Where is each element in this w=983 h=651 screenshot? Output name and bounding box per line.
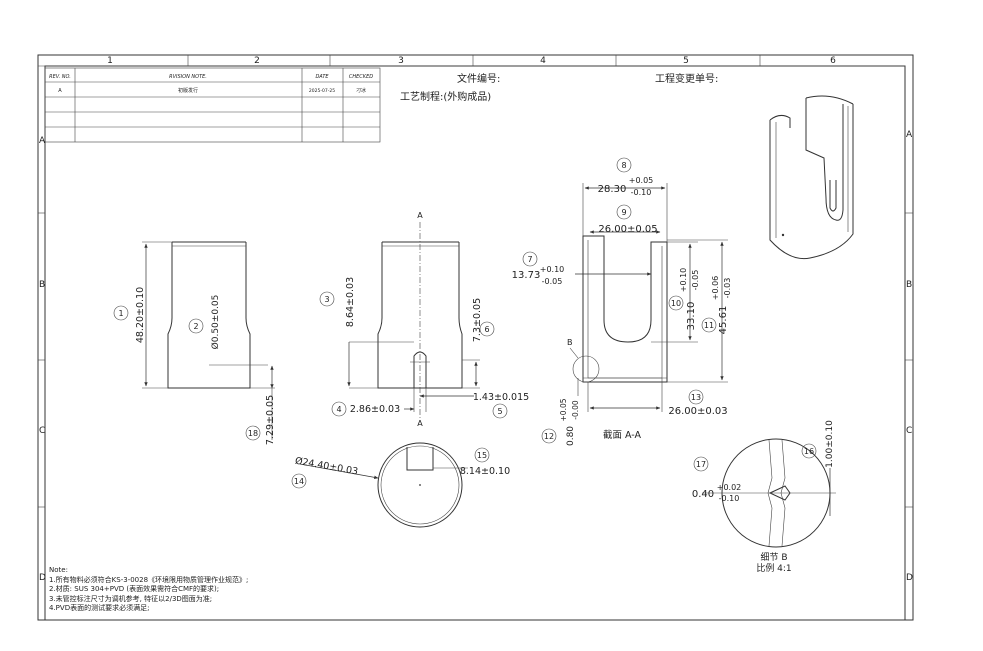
dim-11-bubble: 11 <box>704 321 714 330</box>
isometric-view <box>769 95 854 260</box>
dim-10-base: 33.10 <box>686 302 697 331</box>
zone-row-c-left: C <box>39 426 45 436</box>
dim-18-text: 7.29±0.05 <box>265 395 276 445</box>
dim-16-bubble: 16 <box>804 447 814 456</box>
zone-col-6: 6 <box>830 56 836 66</box>
dim-17-base: 0.40 <box>692 489 714 500</box>
dim-12-base: 0.80 <box>566 426 576 446</box>
detail-b-view: 1.00±0.10 16 0.40 +0.02 -0.10 17 细节 B 比例… <box>692 420 836 574</box>
rev-header-note: RVISION NOTE. <box>169 74 207 80</box>
rev-row1-note: 初版发行 <box>178 87 198 94</box>
title-labels: 文件编号: 工程变更单号: 工艺制程:(外购成品) <box>400 72 718 103</box>
dim-7-upper: +0.10 <box>540 265 565 274</box>
dim-16-text: 1.00±0.10 <box>825 420 835 468</box>
zone-row-d-right: D <box>906 573 913 583</box>
top-view: Ø24.40±0.03 14 8.14±0.10 15 <box>291 442 510 528</box>
dim-14-bubble: 14 <box>294 477 304 486</box>
note-item-3: 3.未管控标注尺寸为调机参考, 特征以2/3D图面为准; <box>49 594 213 603</box>
zone-col-5: 5 <box>683 56 689 66</box>
dim-4-bubble: 4 <box>336 405 341 414</box>
section-view: 28.30 +0.05 -0.10 8 26.00±0.05 9 13.73 +… <box>512 157 732 446</box>
doc-number-label: 文件编号: <box>457 72 500 85</box>
dim-13-text: 26.00±0.03 <box>668 406 727 417</box>
dim-9-text: 26.00±0.05 <box>598 224 657 235</box>
dim-8-lower: -0.10 <box>631 188 652 197</box>
dim-7-lower: -0.05 <box>542 277 563 286</box>
front-view: 48.20±0.10 1 Ø0.50±0.05 2 7.29±0.05 18 <box>113 241 276 445</box>
dim-9-bubble: 9 <box>621 208 626 217</box>
dim-10-upper: +0.10 <box>679 268 688 293</box>
rev-header-no: REV. NO. <box>49 74 71 80</box>
zone-col-3: 3 <box>398 56 404 66</box>
dim-6-bubble: 6 <box>484 325 489 334</box>
dim-10-bubble: 10 <box>671 299 681 308</box>
dim-12-upper: +0.05 <box>559 398 568 421</box>
zone-row-a-left: A <box>39 136 46 146</box>
section-mark-bottom: A <box>417 419 423 428</box>
rev-row1-date: 2025-07-25 <box>309 88 335 94</box>
dim-1-bubble: 1 <box>118 309 123 318</box>
zone-col-2: 2 <box>254 56 260 66</box>
dim-14-text: Ø24.40±0.03 <box>294 456 359 478</box>
dim-1-text: 48.20±0.10 <box>135 287 146 343</box>
notes-title: Note: <box>49 566 68 574</box>
dim-11-lower: -0.03 <box>723 278 732 299</box>
rev-row1-no: A <box>58 88 62 94</box>
dim-15-bubble: 15 <box>477 451 487 460</box>
dim-17-bubble: 17 <box>696 460 706 469</box>
zone-labels: 1 2 3 4 5 6 A B C D A B C D <box>39 56 913 583</box>
detail-mark-b: B <box>567 338 573 347</box>
zone-row-a-right: A <box>906 130 913 140</box>
rev-row1-checked: 刁冰 <box>356 87 366 94</box>
dim-13-bubble: 13 <box>691 393 701 402</box>
zone-row-c-right: C <box>906 426 912 436</box>
rev-header-date: DATE <box>315 74 329 80</box>
side-view: A A 8.64±0.03 3 7.3±0.05 6 2.86±0.03 4 1… <box>319 211 529 428</box>
detail-scale: 比例 4:1 <box>756 562 791 574</box>
section-title: 截面 A-A <box>603 429 642 441</box>
note-item-4: 4.PVD表面的测试要求必须满足; <box>49 604 150 612</box>
dim-17-lower: -0.10 <box>719 494 740 503</box>
detail-title: 细节 B <box>760 551 787 563</box>
change-number-label: 工程变更单号: <box>655 72 718 85</box>
notes-block: Note: 1.所有物料必须符合KS-3-0028《环境限用物质管理作业规范》;… <box>49 566 248 614</box>
dim-8-upper: +0.05 <box>629 176 654 185</box>
dim-12-lower: -0.00 <box>571 400 580 420</box>
dim-5-bubble: 5 <box>497 407 502 416</box>
dim-2-bubble: 2 <box>193 322 198 331</box>
sheet-border <box>37 54 914 621</box>
section-mark-top: A <box>417 211 423 220</box>
dim-5-text: 1.43±0.015 <box>473 392 529 403</box>
note-item-2: 2.材质: SUS 304+PVD (表面效果需符合CMF的要求); <box>49 585 220 593</box>
dim-6-text: 7.3±0.05 <box>472 298 483 342</box>
dim-10-lower: -0.05 <box>691 270 700 291</box>
zone-col-1: 1 <box>107 56 113 66</box>
rev-header-checked: CHECKED <box>349 74 373 80</box>
dim-11-base: 45.61 <box>718 306 729 335</box>
dim-7-base: 13.73 <box>512 270 541 281</box>
process-label: 工艺制程:(外购成品) <box>400 90 491 103</box>
zone-col-4: 4 <box>540 56 546 66</box>
dim-3-bubble: 3 <box>324 295 329 304</box>
dim-12-bubble: 12 <box>544 432 554 441</box>
dim-17-upper: +0.02 <box>717 483 742 492</box>
dim-11-upper: +0.06 <box>711 276 720 301</box>
zone-row-b-right: B <box>906 280 912 290</box>
dim-18-bubble: 18 <box>248 429 258 438</box>
note-item-1: 1.所有物料必须符合KS-3-0028《环境限用物质管理作业规范》; <box>49 575 249 584</box>
zone-row-b-left: B <box>39 280 45 290</box>
dim-8-base: 28.30 <box>598 184 627 195</box>
dim-15-text: 8.14±0.10 <box>460 466 510 477</box>
dim-4-text: 2.86±0.03 <box>350 404 400 415</box>
zone-row-d-left: D <box>39 573 46 583</box>
revision-table: REV. NO. RVISION NOTE. DATE CHECKED A 初版… <box>44 67 381 143</box>
dim-7-bubble: 7 <box>527 255 532 264</box>
dim-8-bubble: 8 <box>621 161 626 170</box>
dim-2-text: Ø0.50±0.05 <box>210 295 221 350</box>
dim-3-text: 8.64±0.03 <box>345 277 356 327</box>
